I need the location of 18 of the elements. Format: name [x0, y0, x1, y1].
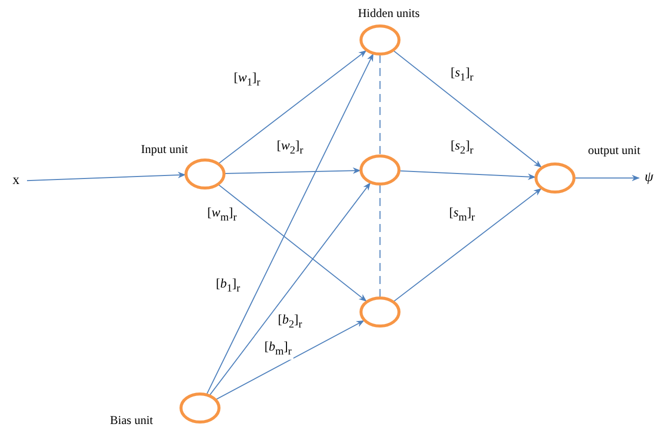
arrow	[218, 50, 367, 164]
arrow	[399, 170, 536, 180]
variable-label: x	[8, 172, 24, 190]
arrow	[216, 320, 364, 400]
unit-label: output unit	[588, 142, 640, 158]
arrow	[394, 188, 542, 302]
variable-label: ψ	[642, 169, 656, 187]
unit-label: Input unit	[141, 141, 188, 157]
unit-label: Bias unit	[110, 412, 154, 428]
arrow	[574, 174, 640, 182]
weight-label: [b$_{m}$]$_{r}$	[262, 338, 294, 360]
unit-label: Hidden units	[358, 5, 420, 21]
arrow	[393, 50, 542, 168]
arrow	[218, 184, 367, 302]
arrow	[209, 182, 371, 396]
arrow	[224, 167, 361, 174]
arrow	[26, 172, 186, 182]
arrow	[206, 53, 374, 394]
